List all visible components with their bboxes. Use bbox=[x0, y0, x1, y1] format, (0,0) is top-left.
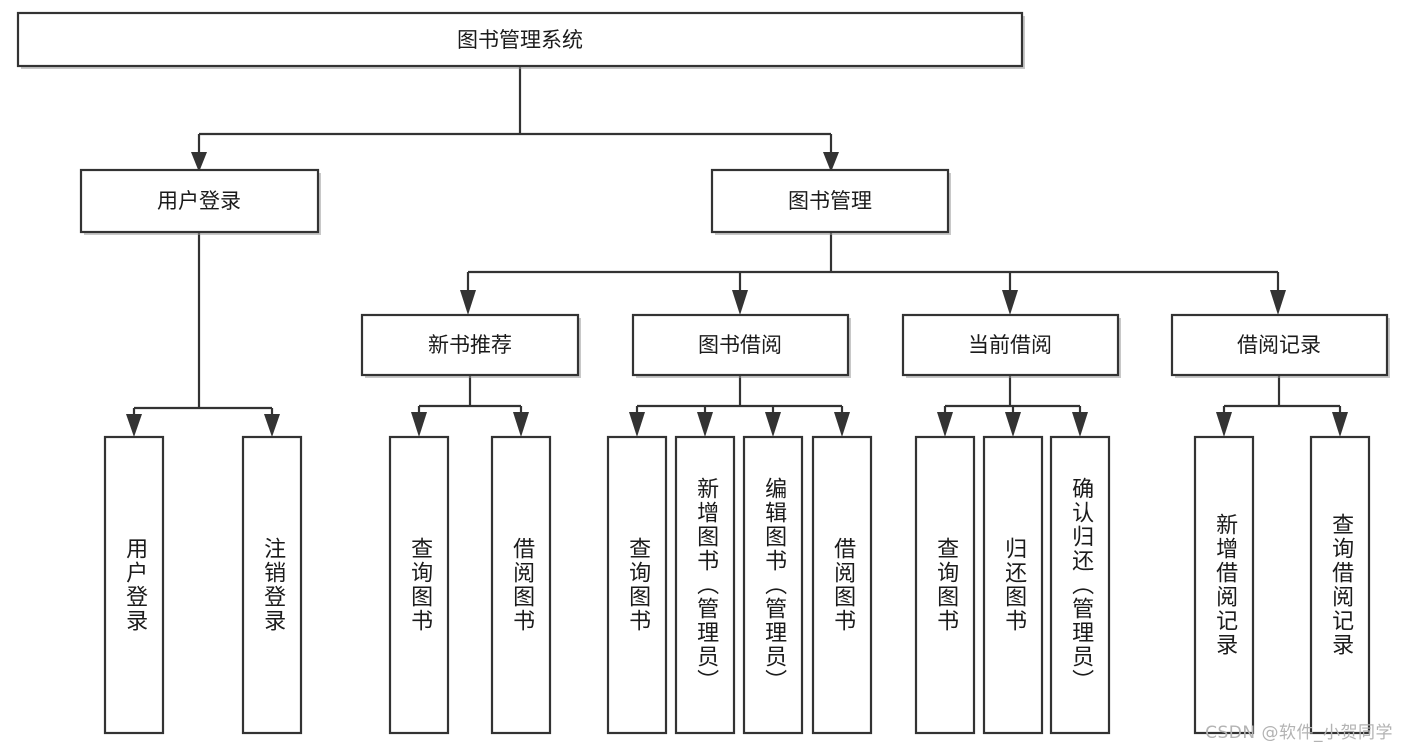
leaf-box-bb-2[interactable] bbox=[674, 435, 736, 735]
box-layer bbox=[16, 11, 1389, 735]
connector-layer bbox=[126, 66, 1348, 437]
node-box-user-login[interactable] bbox=[79, 168, 320, 234]
leaf-box-bb-4[interactable] bbox=[811, 435, 873, 735]
leaf-box-br-1[interactable] bbox=[1193, 435, 1255, 735]
node-box-root[interactable] bbox=[16, 11, 1024, 68]
node-box-current-borrow[interactable] bbox=[901, 313, 1120, 377]
node-box-new-book-recommend[interactable] bbox=[360, 313, 580, 377]
leaf-box-user-login-2[interactable] bbox=[241, 435, 303, 735]
node-label-borrow-record: 借阅记录 bbox=[1237, 333, 1321, 357]
arrowhead-leaf-bb-4 bbox=[834, 412, 850, 437]
leaf-box-cb-3[interactable] bbox=[1049, 435, 1111, 735]
node-label-new-book-recommend: 新书推荐 bbox=[428, 333, 512, 357]
arrowhead-borrow-record bbox=[1270, 290, 1286, 315]
arrowhead-leaf-bb-1 bbox=[629, 412, 645, 437]
leaf-box-br-2[interactable] bbox=[1309, 435, 1371, 735]
arrowhead-current-borrow bbox=[1002, 290, 1018, 315]
arrowhead-leaf-user-login-2 bbox=[264, 414, 280, 437]
arrowhead-leaf-nbr-1 bbox=[411, 412, 427, 437]
node-box-book-manage[interactable] bbox=[710, 168, 950, 234]
csdn-watermark: CSDN @软件_小贺同学 bbox=[1205, 723, 1393, 743]
horizontal-label-layer: 图书管理系统 用户登录 图书管理 新书推荐 图书借阅 当前借阅 借阅记录 bbox=[157, 28, 1321, 357]
arrowhead-new-book-recommend bbox=[460, 290, 476, 315]
leaf-box-bb-1[interactable] bbox=[606, 435, 668, 735]
leaf-box-nbr-2[interactable] bbox=[490, 435, 552, 735]
arrowhead-leaf-nbr-2 bbox=[513, 412, 529, 437]
arrowhead-user-login bbox=[191, 152, 207, 172]
node-label-current-borrow: 当前借阅 bbox=[968, 333, 1052, 357]
arrowhead-leaf-cb-1 bbox=[937, 412, 953, 437]
arrowhead-leaf-cb-3 bbox=[1072, 412, 1088, 437]
node-box-borrow-record[interactable] bbox=[1170, 313, 1389, 377]
arrowhead-leaf-cb-2 bbox=[1005, 412, 1021, 437]
node-label-book-manage: 图书管理 bbox=[788, 189, 872, 213]
leaf-box-nbr-1[interactable] bbox=[388, 435, 450, 735]
leaf-box-cb-1[interactable] bbox=[914, 435, 976, 735]
leaf-box-bb-3[interactable] bbox=[742, 435, 804, 735]
leaf-box-user-login-1[interactable] bbox=[103, 435, 165, 735]
arrowhead-leaf-br-2 bbox=[1332, 412, 1348, 437]
node-label-user-login: 用户登录 bbox=[157, 189, 241, 213]
arrowhead-leaf-br-1 bbox=[1216, 412, 1232, 437]
arrowhead-book-manage bbox=[823, 152, 839, 172]
arrowhead-leaf-user-login-1 bbox=[126, 414, 142, 437]
arrowhead-leaf-bb-3 bbox=[765, 412, 781, 437]
node-label-root: 图书管理系统 bbox=[457, 28, 583, 52]
node-label-book-borrow: 图书借阅 bbox=[698, 333, 782, 357]
arrowhead-book-borrow bbox=[732, 290, 748, 315]
leaf-box-cb-2[interactable] bbox=[982, 435, 1044, 735]
node-box-book-borrow[interactable] bbox=[631, 313, 850, 377]
arrowhead-leaf-bb-2 bbox=[697, 412, 713, 437]
